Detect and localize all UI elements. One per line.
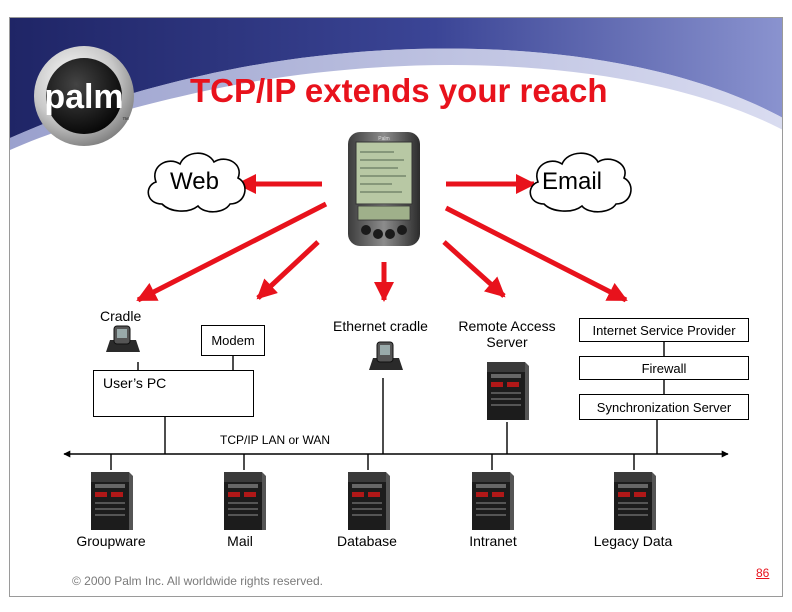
groupware-label: Groupware bbox=[76, 533, 146, 549]
web-label: Web bbox=[170, 168, 219, 195]
groupware-server-icon bbox=[91, 472, 133, 530]
palm-handheld-icon: Palm bbox=[348, 132, 420, 246]
palm-logo: palm ™ bbox=[34, 46, 134, 146]
modem-box: Modem bbox=[201, 325, 265, 356]
database-server-icon bbox=[348, 472, 390, 530]
page-number-link[interactable]: 86 bbox=[756, 566, 770, 580]
users-pc-box: User’s PC bbox=[93, 370, 254, 417]
intranet-server-icon bbox=[472, 472, 514, 530]
modem-label: Modem bbox=[211, 333, 255, 348]
database-label: Database bbox=[337, 533, 397, 549]
palm-logo-text: palm bbox=[44, 78, 123, 116]
copyright-footer: © 2000 Palm Inc. All worldwide rights re… bbox=[72, 574, 323, 588]
intranet-label: Intranet bbox=[469, 533, 517, 549]
remote-access-line-1: Remote Access bbox=[458, 318, 556, 334]
users-pc-label: User’s PC bbox=[103, 375, 167, 391]
cradle-label: Cradle bbox=[100, 308, 142, 324]
slide-frame bbox=[9, 17, 783, 597]
web-cloud-icon bbox=[147, 152, 246, 213]
arrow-to-modem bbox=[256, 240, 320, 300]
cradle-icon bbox=[106, 325, 140, 352]
remote-access-label: Remote Access Server bbox=[446, 318, 568, 350]
mail-server-icon bbox=[224, 472, 266, 530]
sync-server-box: Synchronization Server bbox=[579, 394, 749, 420]
ethernet-cradle-icon bbox=[369, 341, 403, 370]
email-label: Email bbox=[542, 168, 603, 195]
trademark-symbol: ™ bbox=[122, 117, 129, 124]
mail-label: Mail bbox=[227, 533, 253, 549]
arrow-to-isp bbox=[444, 205, 628, 303]
email-cloud-icon bbox=[529, 152, 632, 213]
network-label: TCP/IP LAN or WAN bbox=[220, 433, 331, 447]
legacy-data-server-icon bbox=[614, 472, 656, 530]
sync-server-label: Synchronization Server bbox=[596, 399, 732, 415]
ethernet-cradle-label: Ethernet cradle bbox=[333, 318, 428, 334]
remote-access-server-icon bbox=[487, 362, 529, 420]
arrow-to-cradle bbox=[136, 201, 328, 303]
connectors bbox=[63, 342, 729, 470]
firewall-box: Firewall bbox=[579, 356, 749, 380]
handheld-brand: Palm bbox=[378, 136, 389, 142]
red-arrows bbox=[136, 174, 628, 303]
legacy-data-label: Legacy Data bbox=[593, 533, 673, 549]
slide-title: TCP/IP extends your reach bbox=[190, 72, 608, 109]
isp-label: Internet Service Provider bbox=[592, 322, 736, 338]
isp-box: Internet Service Provider bbox=[579, 318, 749, 342]
arrow-to-remote-access bbox=[442, 240, 506, 298]
firewall-label: Firewall bbox=[641, 360, 687, 376]
remote-access-line-2: Server bbox=[486, 334, 528, 350]
